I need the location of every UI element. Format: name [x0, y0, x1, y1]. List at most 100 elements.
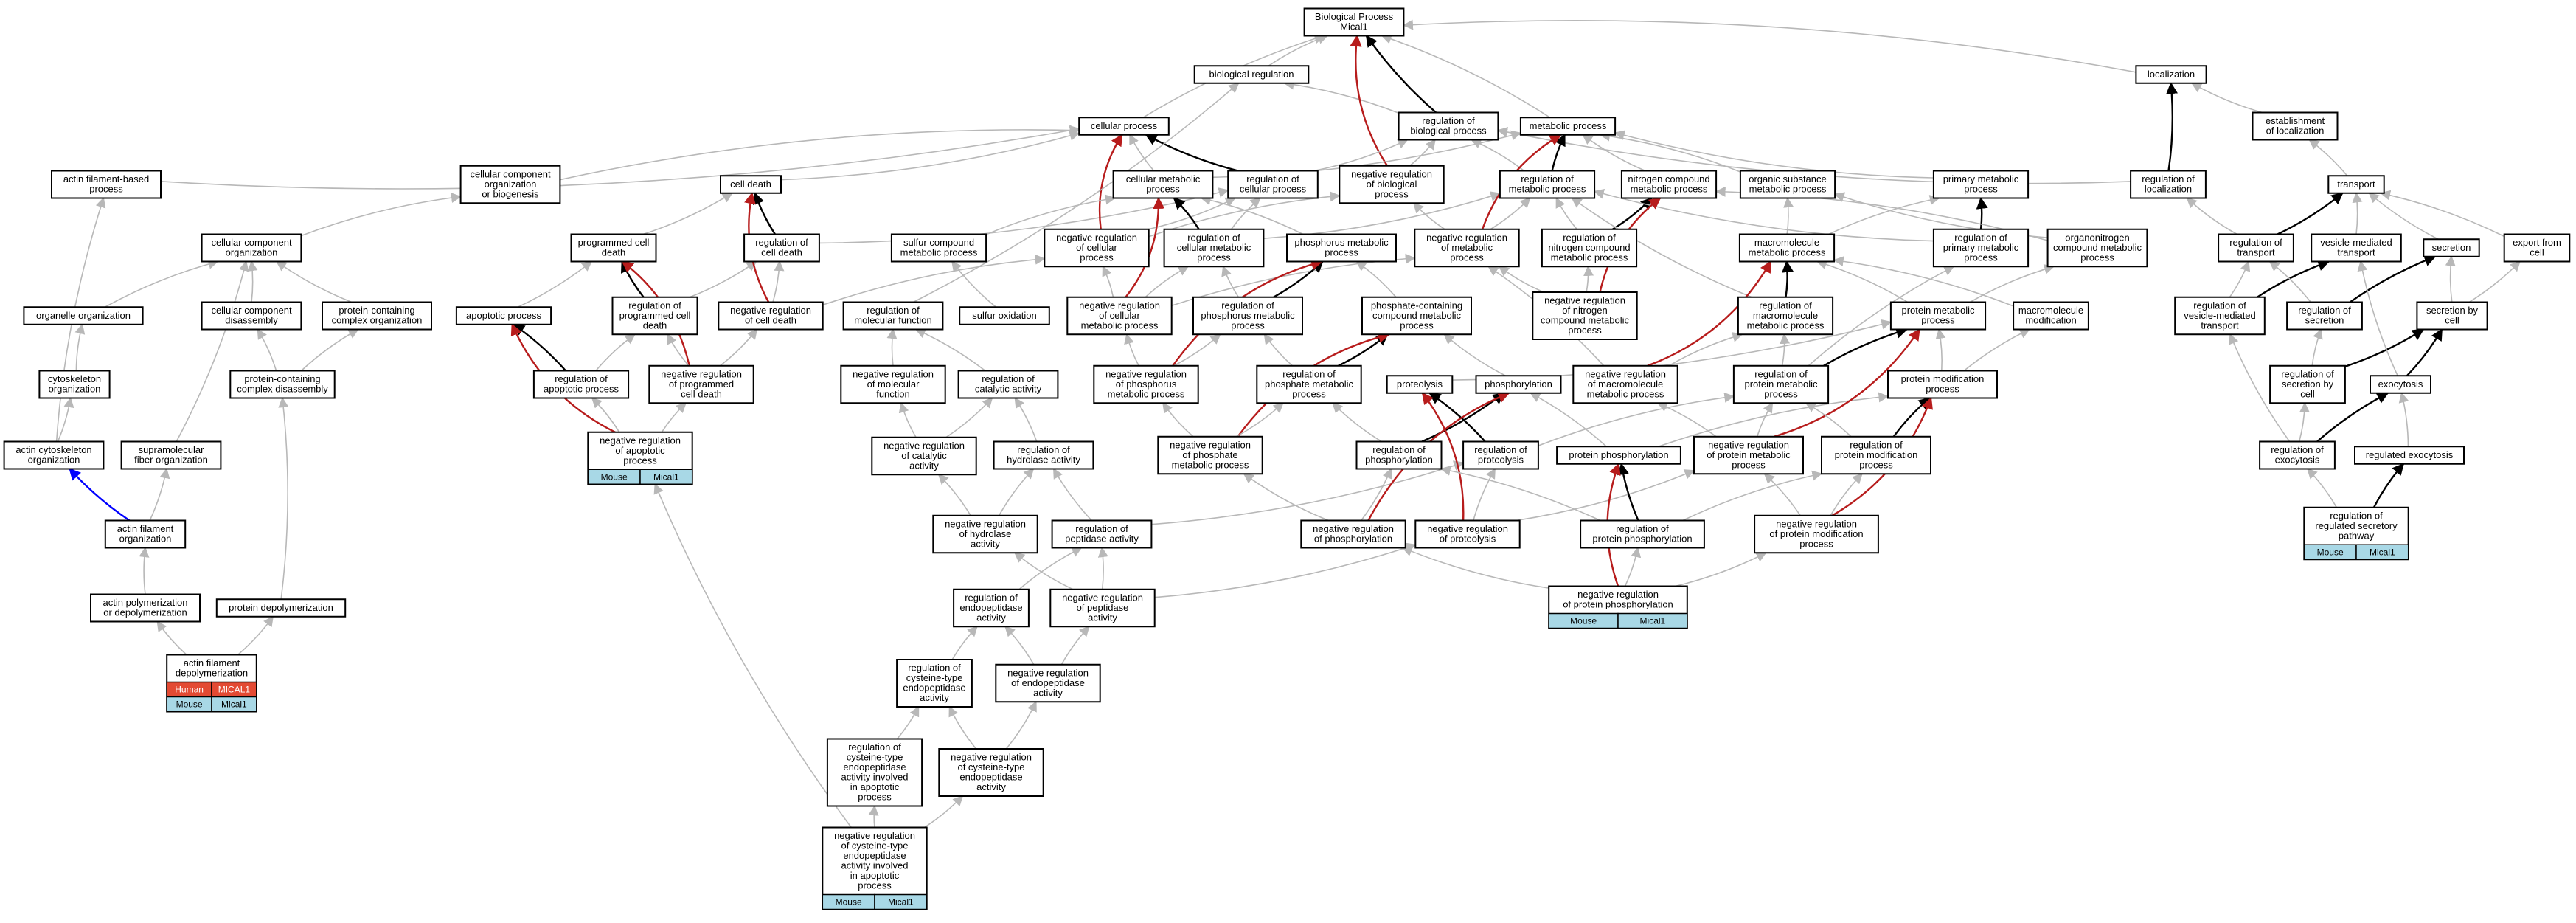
go-term-node[interactable]: transport — [2327, 175, 2385, 194]
go-term-node[interactable]: sulfur oxidation — [959, 306, 1050, 325]
go-term-node[interactable]: metabolic process — [1519, 117, 1617, 136]
go-term-node[interactable]: exocytosis — [2370, 375, 2431, 394]
go-term-node[interactable]: regulation ofcysteine-typeendopeptidasea… — [826, 738, 923, 807]
go-term-node[interactable]: apoptotic process — [455, 306, 552, 325]
go-term-node[interactable]: regulated exocytosis — [2354, 446, 2465, 465]
go-term-node[interactable]: biological regulation — [1193, 65, 1310, 84]
go-term-node[interactable]: protein depolymerization — [215, 598, 347, 618]
go-term-node[interactable]: proteolysis — [1386, 375, 1454, 394]
go-term-node[interactable]: protein phosphorylation — [1556, 446, 1681, 465]
go-term-node[interactable]: secretion — [2423, 238, 2480, 257]
go-term-node[interactable]: regulation ofcysteine-typeendopeptidasea… — [896, 659, 973, 708]
go-term-node[interactable]: cellular process — [1078, 117, 1170, 136]
go-term-node[interactable]: localization — [2135, 65, 2207, 84]
go-term-node[interactable]: organelle organization — [23, 306, 144, 325]
go-term-node[interactable]: cell death — [720, 175, 782, 194]
go-term-node[interactable]: phosphorylation — [1475, 375, 1562, 394]
